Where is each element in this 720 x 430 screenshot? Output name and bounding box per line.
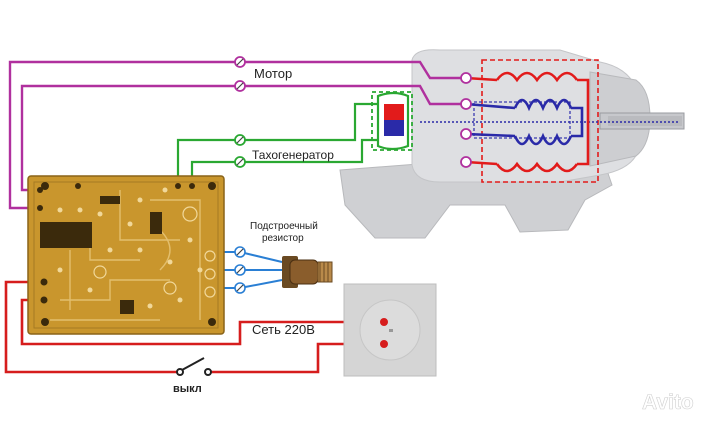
motor-label: Мотор	[254, 66, 292, 81]
trimmer-potentiometer	[282, 256, 333, 288]
tacho-label: Тахогенератор	[252, 148, 334, 162]
trimmer-label-line2: резистор	[262, 233, 304, 244]
terminal-slashes	[236, 58, 244, 292]
pcb-board	[27, 175, 225, 335]
rotor-coils	[465, 98, 584, 146]
mains-label: Сеть 220В	[252, 322, 315, 337]
motor	[339, 49, 685, 239]
trimmer-label-line1: Подстроечный	[250, 221, 318, 232]
switch-icon	[176, 357, 212, 376]
avito-logo: Avito	[608, 384, 694, 414]
tacho-generator	[371, 91, 413, 151]
avito-wordmark: Avito	[642, 391, 694, 414]
wall-outlet	[343, 283, 437, 377]
switch-label: выкл	[173, 383, 202, 395]
